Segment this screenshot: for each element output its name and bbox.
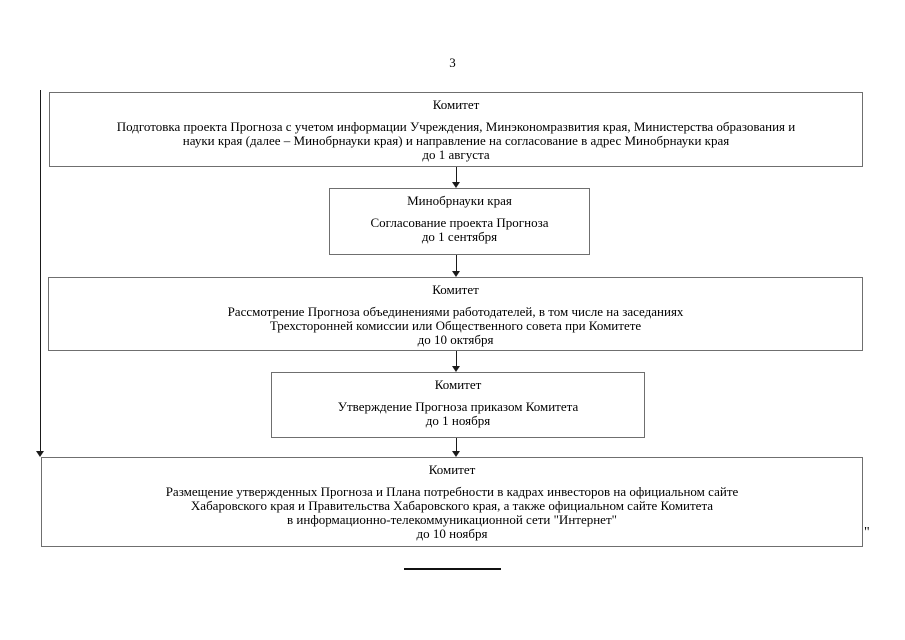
- flow-box-committee-preparation: Комитет Подготовка проекта Прогноза с уч…: [49, 92, 863, 167]
- box-title: Комитет: [432, 97, 480, 112]
- box-body: Рассмотрение Прогноза объединениями рабо…: [227, 304, 684, 347]
- arrow-shaft: [456, 167, 457, 183]
- end-of-text-divider: [404, 568, 501, 570]
- arrow-head-icon: [36, 451, 44, 457]
- box-body: Подготовка проекта Прогноза с учетом инф…: [116, 119, 796, 162]
- box-title: Комитет: [434, 377, 482, 392]
- arrow-shaft: [40, 90, 41, 452]
- down-arrow-connector-3: [452, 351, 461, 372]
- arrow-head-icon: [452, 271, 460, 277]
- box-title: Комитет: [432, 282, 479, 297]
- box-body: Размещение утвержденных Прогноза и Плана…: [165, 484, 739, 541]
- arrow-shaft: [456, 438, 457, 452]
- box-body: Утверждение Прогноза приказом Комитета д…: [337, 399, 579, 428]
- flow-box-committee-review: Комитет Рассмотрение Прогноза объединени…: [48, 277, 863, 351]
- box-title: Комитет: [428, 462, 476, 477]
- closing-quote-mark: ": [864, 525, 870, 540]
- left-side-down-arrow-connector: [36, 90, 45, 457]
- flow-box-committee-publication: Комитет Размещение утвержденных Прогноза…: [41, 457, 863, 547]
- page-number: 3: [449, 55, 456, 70]
- box-body: Согласование проекта Прогноза до 1 сентя…: [370, 215, 549, 244]
- arrow-head-icon: [452, 451, 460, 457]
- arrow-head-icon: [452, 366, 460, 372]
- down-arrow-connector-2: [452, 255, 461, 277]
- arrow-head-icon: [452, 182, 460, 188]
- arrow-shaft: [456, 255, 457, 272]
- flow-box-committee-approval-order: Комитет Утверждение Прогноза приказом Ко…: [271, 372, 645, 438]
- down-arrow-connector-4: [452, 438, 461, 457]
- down-arrow-connector-1: [452, 167, 461, 188]
- arrow-shaft: [456, 351, 457, 367]
- box-title: Минобрнауки края: [407, 193, 512, 208]
- flow-box-minobr-approval: Минобрнауки края Согласование проекта Пр…: [329, 188, 590, 255]
